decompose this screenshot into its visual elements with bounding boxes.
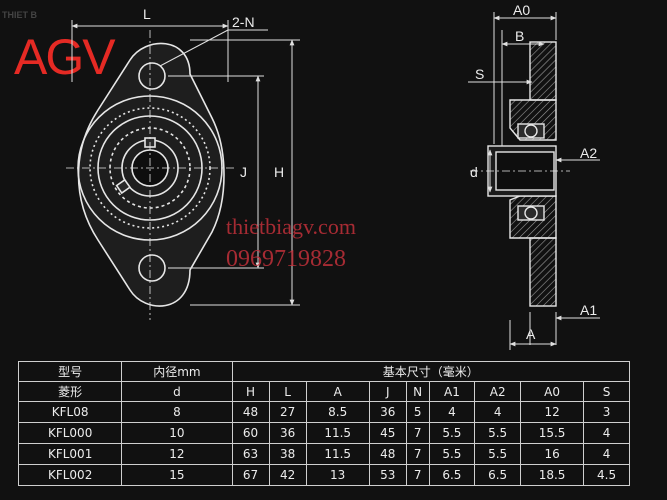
watermark-url: thietbiagv.com bbox=[226, 214, 356, 239]
value-cell: 7 bbox=[405, 422, 430, 444]
value-cell: 5.5 bbox=[474, 443, 522, 465]
dim-label-s: S bbox=[475, 66, 485, 82]
value-cell: 48 bbox=[231, 401, 270, 423]
set-screw-side bbox=[115, 178, 132, 195]
dim-label-l: L bbox=[143, 6, 151, 22]
dim-label-j: J bbox=[240, 164, 247, 180]
watermark-top-text: THIET B bbox=[2, 10, 37, 20]
bolt-hole-top bbox=[138, 62, 166, 90]
column-header: N bbox=[405, 381, 430, 402]
value-cell: 7 bbox=[405, 443, 430, 465]
dim-label-a: A bbox=[526, 326, 536, 342]
value-cell: 11.5 bbox=[305, 422, 370, 444]
column-header: J bbox=[368, 381, 407, 402]
column-header: A2 bbox=[474, 381, 522, 402]
column-header: S bbox=[583, 381, 630, 402]
side-dimensions bbox=[468, 12, 600, 350]
value-cell: 6.5 bbox=[474, 464, 522, 486]
value-cell: 36 bbox=[268, 422, 307, 444]
value-cell: 12 bbox=[520, 401, 585, 423]
ball-top bbox=[517, 123, 545, 139]
header-bore: 内径mm bbox=[121, 361, 233, 382]
brand-logo: AGV bbox=[14, 29, 116, 85]
flange-plate-top bbox=[529, 41, 557, 101]
column-header: d bbox=[121, 381, 233, 402]
value-cell: 4 bbox=[583, 422, 630, 444]
value-cell: 7 bbox=[405, 464, 430, 486]
value-cell: 5 bbox=[405, 401, 430, 423]
model-cell: KFL001 bbox=[17, 443, 123, 465]
value-cell: 18.5 bbox=[520, 464, 585, 486]
value-cell: 13 bbox=[305, 464, 370, 486]
value-cell: 45 bbox=[368, 422, 407, 444]
dim-label-a2: A2 bbox=[580, 145, 598, 161]
dim-label-d: d bbox=[470, 164, 478, 180]
value-cell: 8.5 bbox=[305, 401, 370, 423]
flange-plate-bottom bbox=[529, 237, 557, 307]
value-cell: 10 bbox=[121, 422, 233, 444]
value-cell: 15 bbox=[121, 464, 233, 486]
value-cell: 38 bbox=[268, 443, 307, 465]
dim-label-a1: A1 bbox=[580, 302, 598, 318]
dim-label-b: B bbox=[515, 28, 525, 44]
technical-drawing bbox=[66, 12, 600, 350]
value-cell: 48 bbox=[368, 443, 407, 465]
front-dimensions bbox=[71, 20, 300, 306]
value-cell: 60 bbox=[231, 422, 270, 444]
column-header: A bbox=[305, 381, 370, 402]
value-cell: 16 bbox=[520, 443, 585, 465]
value-cell: 6.5 bbox=[428, 464, 476, 486]
column-header: A1 bbox=[428, 381, 476, 402]
value-cell: 4 bbox=[583, 443, 630, 465]
value-cell: 63 bbox=[231, 443, 270, 465]
value-cell: 12 bbox=[121, 443, 233, 465]
dim-label-h: H bbox=[274, 164, 285, 180]
header-model: 型号 bbox=[17, 361, 123, 382]
ball-top-circle bbox=[524, 124, 538, 138]
side-view bbox=[470, 41, 570, 307]
value-cell: 15.5 bbox=[520, 422, 585, 444]
value-cell: 4 bbox=[428, 401, 476, 423]
value-cell: 11.5 bbox=[305, 443, 370, 465]
ball-bottom bbox=[517, 205, 545, 221]
column-header: H bbox=[231, 381, 270, 402]
value-cell: 3 bbox=[583, 401, 630, 423]
dim-label-2n: 2-N bbox=[232, 14, 255, 30]
table-header-row-1: 型号 内径mm 基本尺寸（毫米） bbox=[17, 361, 630, 382]
column-header: L bbox=[268, 381, 307, 402]
value-cell: 36 bbox=[368, 401, 407, 423]
value-cell: 5.5 bbox=[474, 422, 522, 444]
front-view bbox=[66, 30, 236, 320]
value-cell: 67 bbox=[231, 464, 270, 486]
value-cell: 5.5 bbox=[428, 422, 476, 444]
value-cell: 5.5 bbox=[428, 443, 476, 465]
bolt-hole-bottom bbox=[138, 254, 166, 282]
value-cell: 8 bbox=[121, 401, 233, 423]
model-cell: KFL08 bbox=[17, 401, 123, 423]
watermark-phone: 0969719828 bbox=[226, 246, 346, 272]
value-cell: 4 bbox=[474, 401, 522, 423]
value-cell: 27 bbox=[268, 401, 307, 423]
value-cell: 53 bbox=[368, 464, 407, 486]
ball-bottom-circle bbox=[524, 206, 538, 220]
dim-label-a0: A0 bbox=[513, 2, 531, 18]
header-dimensions: 基本尺寸（毫米） bbox=[231, 361, 630, 382]
model-cell: KFL000 bbox=[17, 422, 123, 444]
value-cell: 42 bbox=[268, 464, 307, 486]
column-header: A0 bbox=[520, 381, 585, 402]
value-cell: 4.5 bbox=[583, 464, 630, 486]
header-shape: 菱形 bbox=[17, 381, 123, 402]
model-cell: KFL002 bbox=[17, 464, 123, 486]
